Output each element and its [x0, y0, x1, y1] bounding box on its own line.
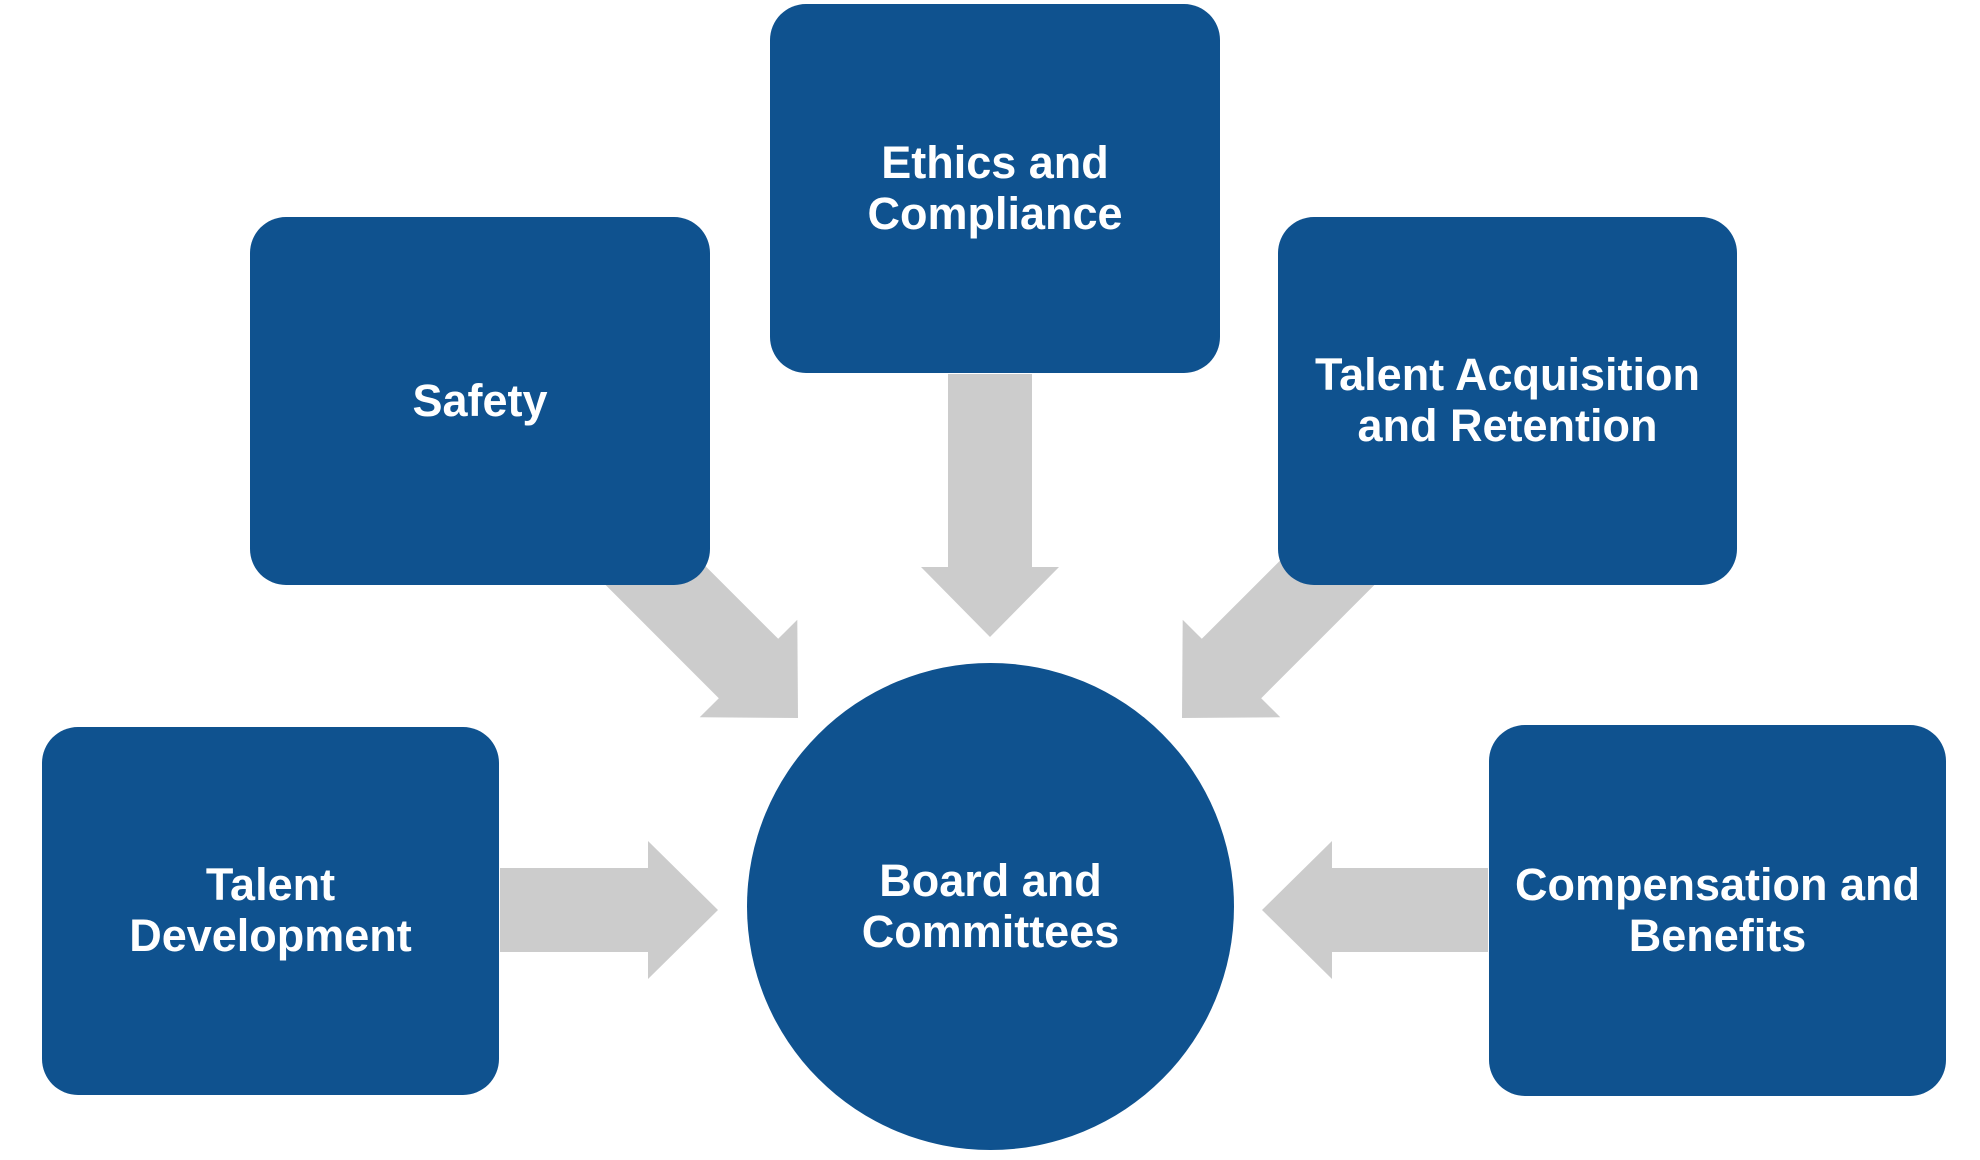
node-board-and-committees-label: Board and Committees — [861, 854, 1120, 957]
node-safety-label: Safety — [412, 374, 548, 426]
arrow-compensation-to-center-icon — [1262, 841, 1488, 979]
arrow-talent-development-to-center-icon — [500, 841, 718, 979]
node-safety: Safety — [250, 217, 710, 585]
node-board-and-committees: Board and Committees — [747, 663, 1234, 1150]
node-ethics-and-compliance-label: Ethics and Compliance — [867, 136, 1123, 239]
node-ethics-and-compliance: Ethics and Compliance — [770, 4, 1220, 373]
node-talent-development-label: Talent Development — [129, 859, 412, 961]
node-talent-development: Talent Development — [42, 727, 499, 1095]
node-compensation-and-benefits: Compensation and Benefits — [1489, 725, 1946, 1096]
node-talent-acquisition-and-retention: Talent Acquisition and Retention — [1278, 217, 1737, 585]
node-compensation-and-benefits-label: Compensation and Benefits — [1514, 858, 1921, 961]
arrow-ethics-to-center-icon — [921, 374, 1059, 637]
node-talent-acquisition-and-retention-label: Talent Acquisition and Retention — [1314, 349, 1700, 451]
